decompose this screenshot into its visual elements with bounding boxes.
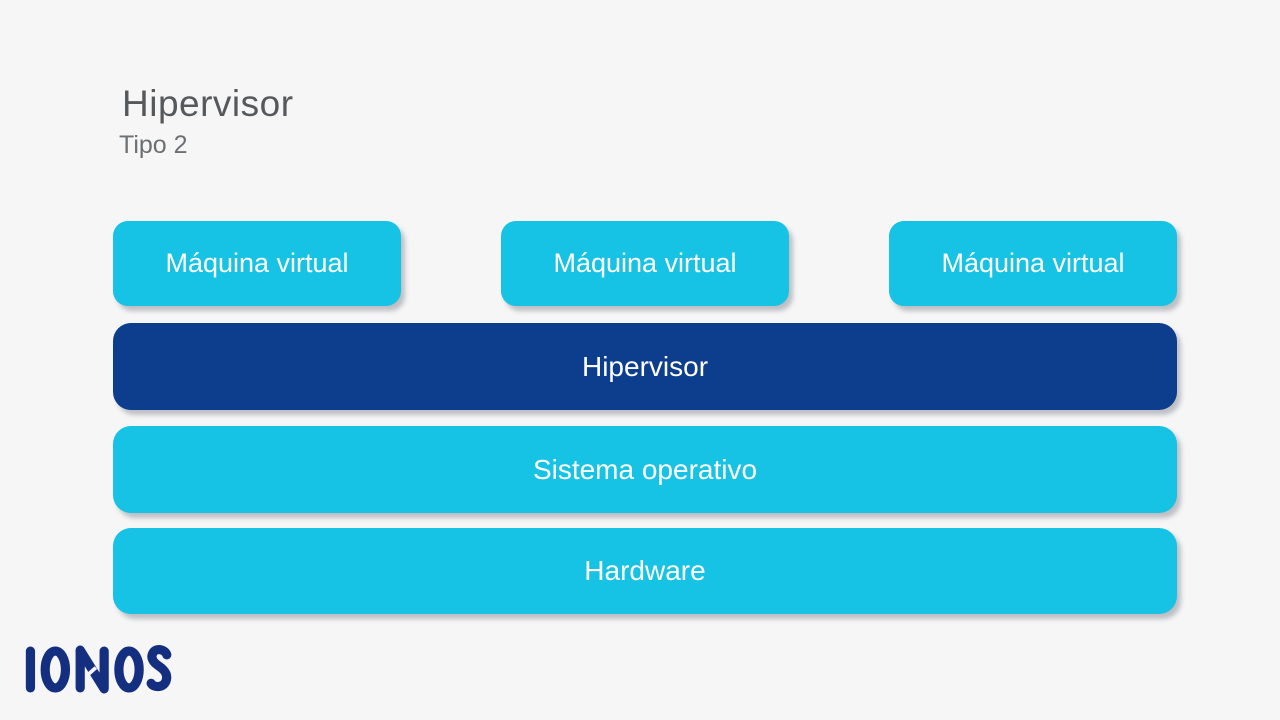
layer-hypervisor: Hipervisor xyxy=(113,323,1177,410)
vm-row: Máquina virtual Máquina virtual Máquina … xyxy=(113,221,1177,306)
diagram-title: Hipervisor xyxy=(122,83,294,124)
logo-n-slash-gap xyxy=(86,666,98,677)
layer-operating-system-label: Sistema operativo xyxy=(532,453,758,485)
layer-hardware: Hardware xyxy=(113,528,1177,614)
logo-letter-s xyxy=(146,645,172,692)
ionos-logo xyxy=(25,645,172,694)
vm-box-3: Máquina virtual xyxy=(889,221,1177,306)
layer-hardware-label: Hardware xyxy=(584,555,706,586)
vm-box-2: Máquina virtual xyxy=(501,221,789,306)
logo-letter-o1 xyxy=(40,646,71,693)
logo-letter-o2 xyxy=(114,646,144,693)
vm-box-3-label: Máquina virtual xyxy=(941,248,1125,278)
layer-operating-system: Sistema operativo xyxy=(113,426,1177,513)
vm-box-1-label: Máquina virtual xyxy=(165,248,349,278)
layer-hypervisor-label: Hipervisor xyxy=(581,350,709,382)
vm-box-1: Máquina virtual xyxy=(113,221,401,306)
ionos-logo-letters xyxy=(25,645,172,694)
vm-box-2-label: Máquina virtual xyxy=(553,248,737,278)
diagram-subtitle: Tipo 2 xyxy=(119,131,188,159)
